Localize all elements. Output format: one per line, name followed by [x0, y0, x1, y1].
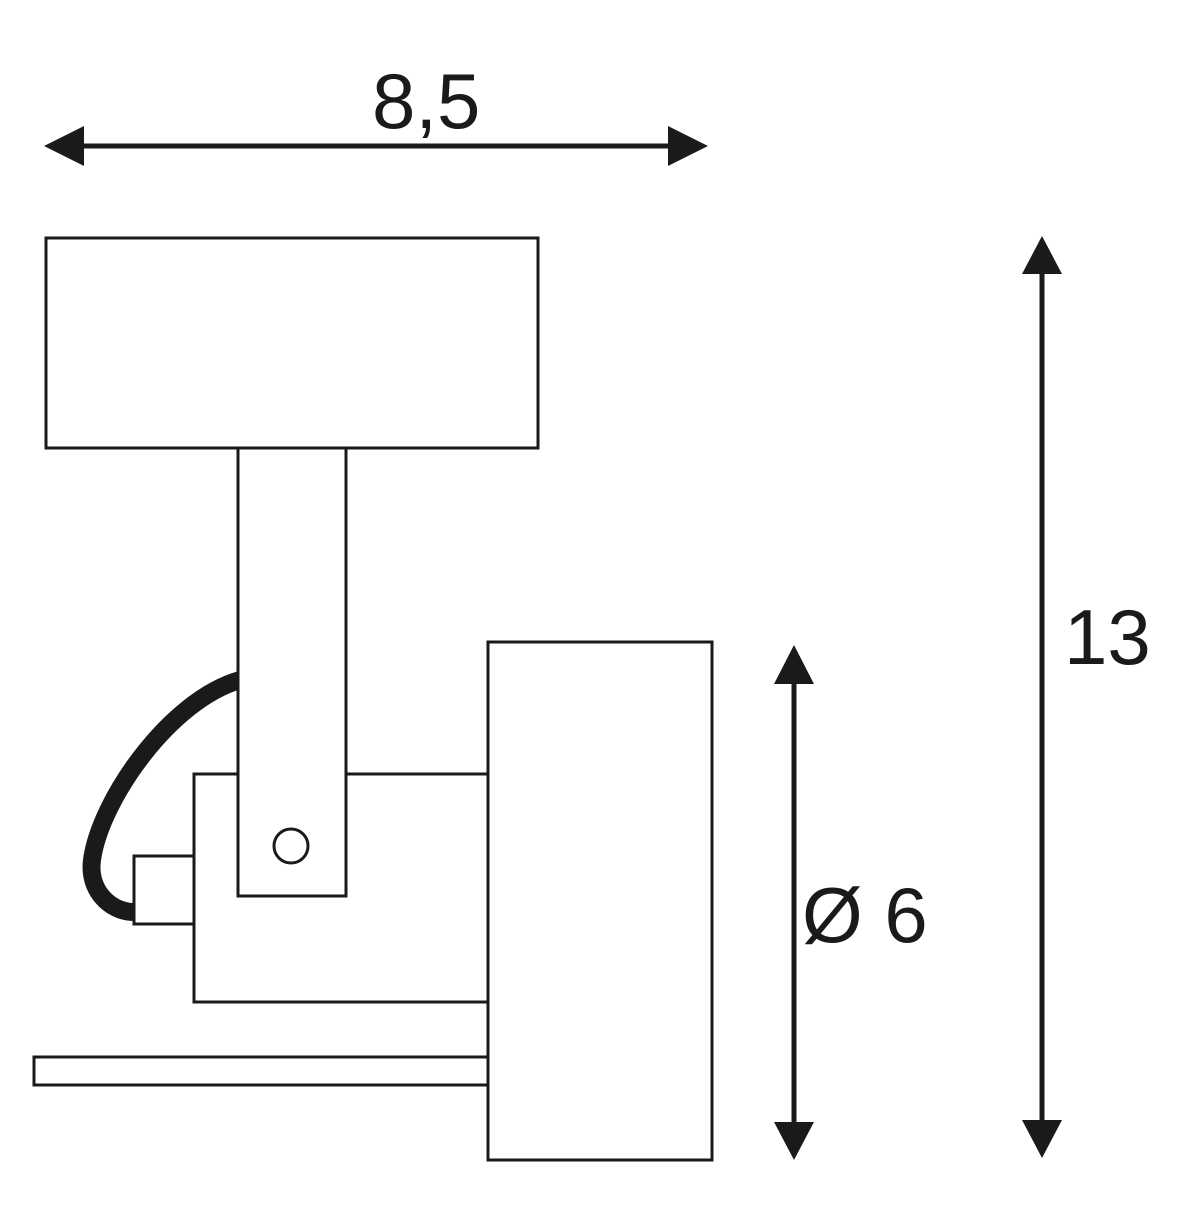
height-dimension-label: 13	[1064, 593, 1151, 681]
pivot-screw-hole	[272, 827, 310, 865]
width-arrowhead-right	[668, 126, 708, 166]
width-dimension-arrow	[44, 126, 708, 166]
adjustment-lever	[32, 1055, 490, 1087]
power-cable	[82, 671, 249, 921]
mounting-arm	[236, 446, 348, 898]
diameter-dimension-label: Ø 6	[802, 871, 928, 959]
diameter-arrowhead-bottom	[774, 1122, 814, 1160]
cable-connector	[132, 854, 196, 926]
diameter-dimension-arrow	[774, 645, 814, 1160]
width-dimension-label: 8,5	[372, 57, 481, 145]
track-adapter-block	[44, 236, 540, 450]
height-dimension-arrow	[1022, 236, 1062, 1158]
diameter-arrowhead-top	[774, 645, 814, 684]
height-arrowhead-top	[1022, 236, 1062, 274]
height-arrowhead-bottom	[1022, 1120, 1062, 1158]
width-arrowhead-left	[44, 126, 84, 166]
lamp-head-cylinder	[486, 640, 714, 1162]
